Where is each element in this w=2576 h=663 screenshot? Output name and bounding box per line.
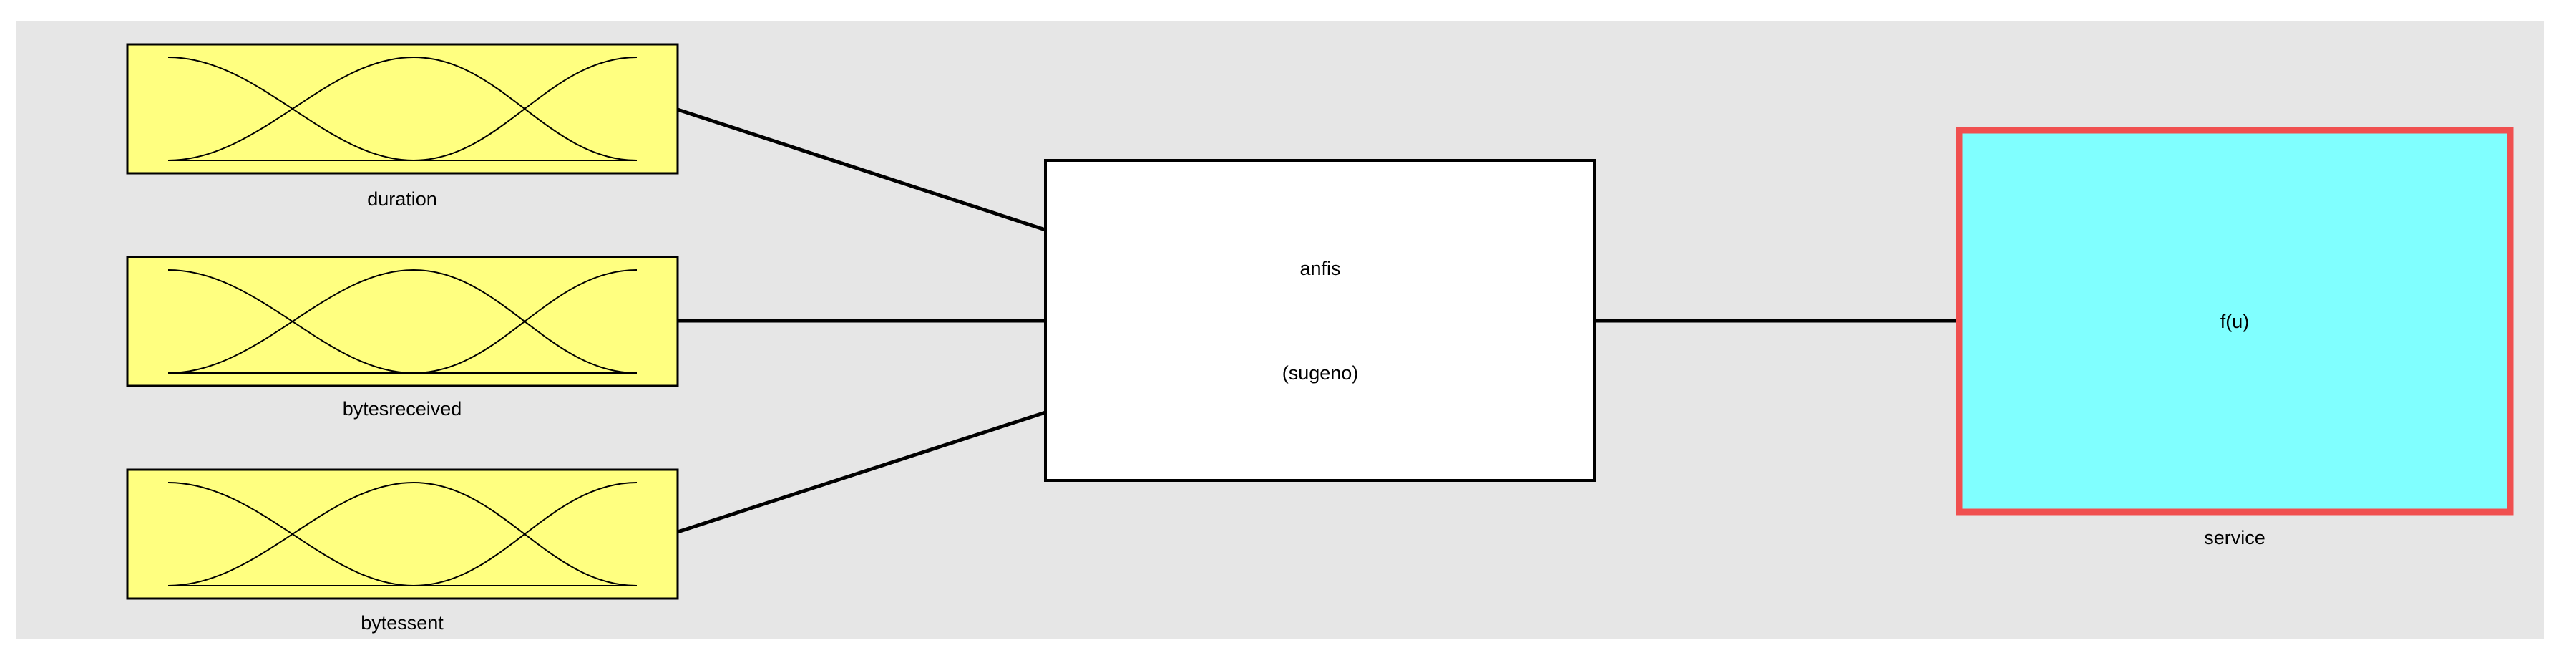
output-box[interactable]	[1956, 127, 2514, 516]
system-type: (sugeno)	[1282, 362, 1359, 384]
input-box[interactable]	[126, 43, 679, 175]
input-label: duration	[367, 188, 437, 210]
membership-functions-icon	[167, 481, 638, 586]
input-box[interactable]	[126, 256, 679, 387]
output-function: f(u)	[2220, 311, 2250, 332]
fis-system-block[interactable]: anfis (sugeno)	[1044, 159, 1596, 482]
output-variable-service[interactable]: f(u) service	[1956, 127, 2514, 548]
input-variable-bytesreceived[interactable]: bytesreceived	[126, 256, 679, 420]
input-label: bytessent	[361, 612, 444, 634]
input-label: bytesreceived	[343, 398, 462, 420]
connector-duration-anfis	[677, 107, 1046, 232]
membership-functions-icon	[167, 268, 638, 374]
membership-functions-icon	[167, 56, 638, 161]
system-name: anfis	[1299, 258, 1340, 279]
input-variable-bytessent[interactable]: bytessent	[126, 468, 679, 634]
output-label: service	[2204, 527, 2265, 548]
system-box[interactable]	[1044, 159, 1596, 482]
connector-bytessent-anfis	[677, 410, 1046, 534]
input-box[interactable]	[126, 468, 679, 600]
input-variable-duration[interactable]: duration	[126, 43, 679, 210]
